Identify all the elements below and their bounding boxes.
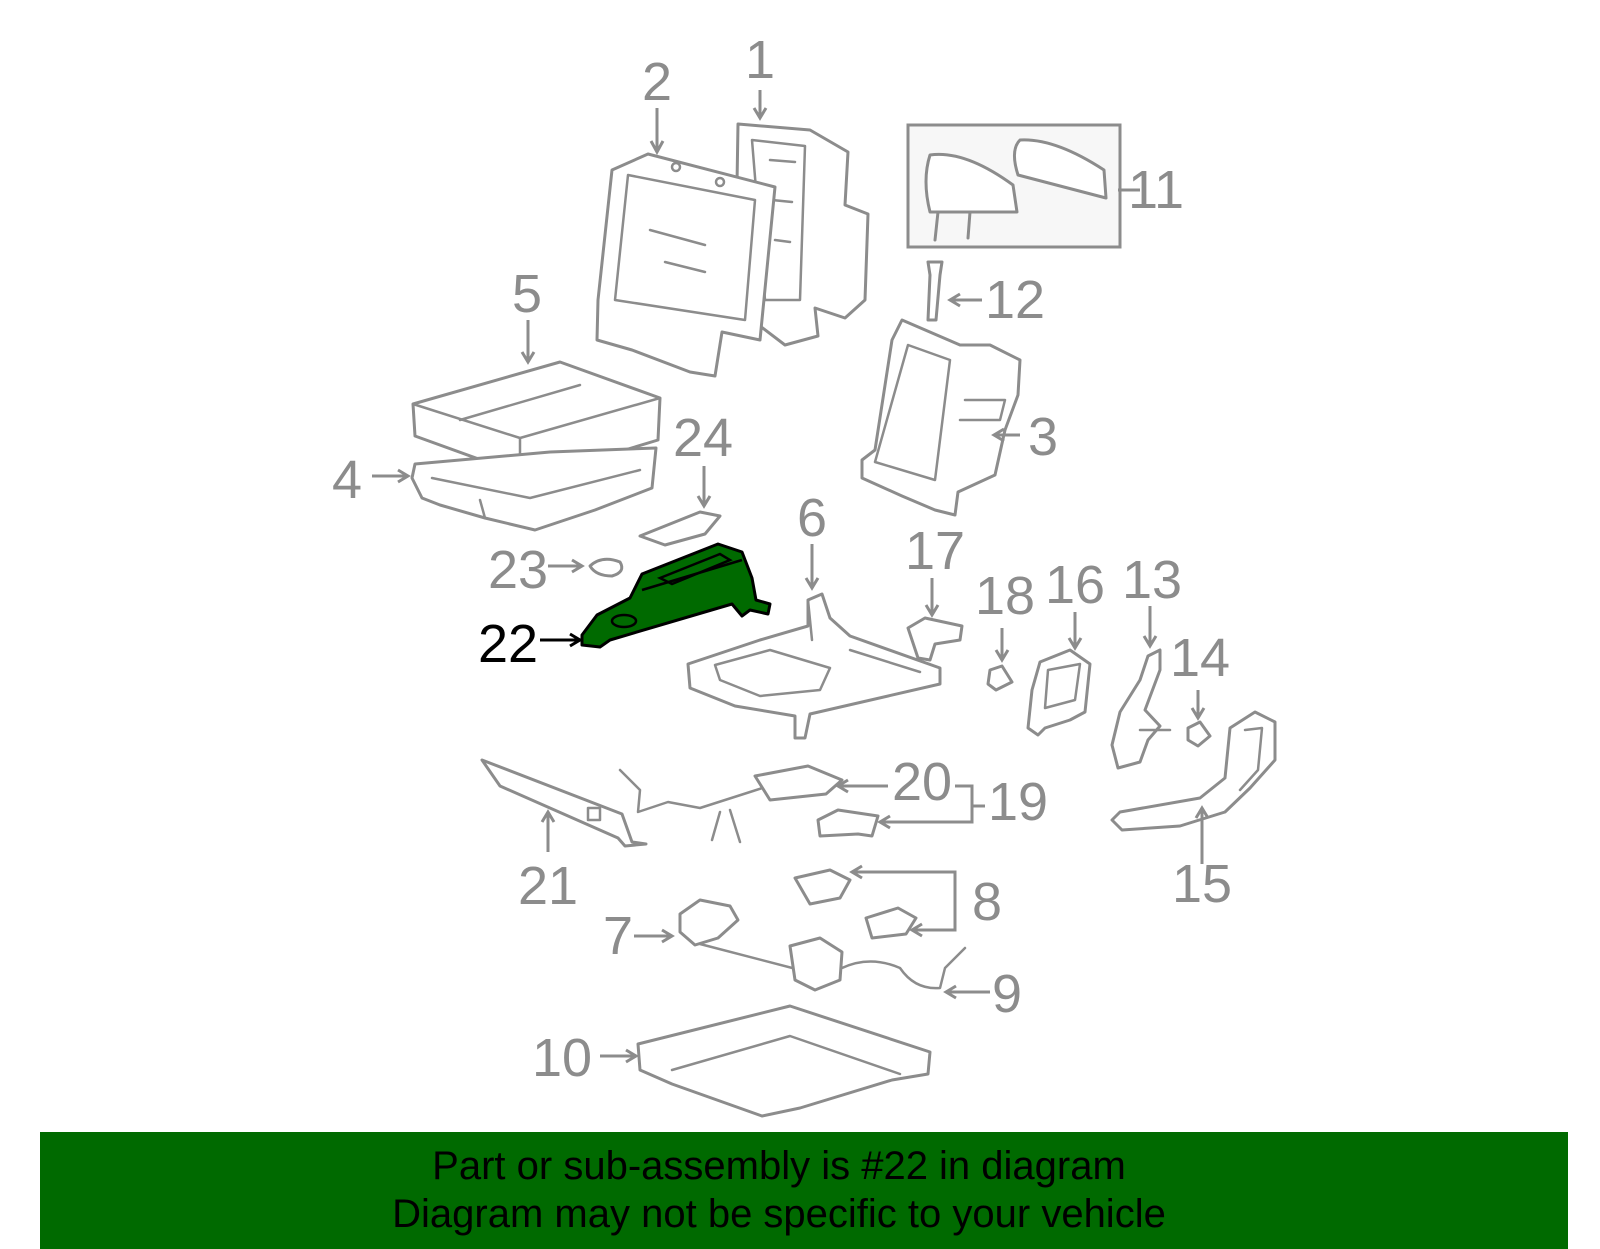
- part-15-outer-trim[interactable]: [1110, 710, 1277, 832]
- part-6-cushion-frame[interactable]: [686, 592, 942, 740]
- part-10-seat-pan[interactable]: [636, 1004, 932, 1118]
- part-2-seat-back-cover[interactable]: [595, 152, 777, 378]
- part-19-bracket[interactable]: [816, 808, 880, 838]
- callout-12: 12: [985, 270, 1045, 330]
- part-13-recliner[interactable]: [1110, 648, 1172, 770]
- callout-6: 6: [797, 488, 827, 548]
- banner-line-2: Diagram may not be specific to your vehi…: [392, 1192, 1166, 1236]
- callout-8: 8: [972, 872, 1002, 932]
- leader-lines: [372, 90, 1210, 1064]
- part-22-trim-cover-highlighted[interactable]: [580, 542, 772, 649]
- part-20-wire-harness[interactable]: [618, 764, 844, 844]
- callout-10: 10: [532, 1028, 592, 1088]
- callout-21: 21: [518, 856, 578, 916]
- callout-22-highlighted: 22: [478, 614, 538, 674]
- part-3-seat-back-frame-side[interactable]: [860, 318, 1022, 517]
- callout-14: 14: [1170, 628, 1230, 688]
- callout-16: 16: [1045, 555, 1105, 615]
- part-17-bracket[interactable]: [906, 616, 964, 662]
- part-12-headrest-guide[interactable]: [926, 260, 944, 322]
- part-8-handles[interactable]: [793, 868, 918, 940]
- callout-11: 11: [1128, 160, 1184, 220]
- part-14-cap[interactable]: [1186, 720, 1212, 748]
- banner-line-1: Part or sub-assembly is #22 in diagram: [432, 1144, 1126, 1188]
- part-9-cable[interactable]: [840, 946, 967, 990]
- callout-9: 9: [992, 964, 1022, 1024]
- callout-5: 5: [512, 264, 542, 324]
- part-21-side-trim[interactable]: [480, 758, 648, 848]
- callout-17: 17: [905, 521, 965, 581]
- callout-3: 3: [1028, 407, 1058, 467]
- part-24-pad[interactable]: [638, 510, 722, 547]
- callout-23: 23: [488, 540, 548, 600]
- part-18-cap[interactable]: [986, 664, 1014, 692]
- callout-13: 13: [1122, 550, 1182, 610]
- callout-2: 2: [642, 52, 672, 112]
- callout-19: 19: [988, 772, 1048, 832]
- part-16-side-shield[interactable]: [1026, 648, 1092, 737]
- callout-20: 20: [892, 752, 952, 812]
- callout-15: 15: [1172, 854, 1232, 914]
- callout-18: 18: [975, 566, 1035, 626]
- part-7-release[interactable]: [678, 898, 844, 992]
- callout-4: 4: [332, 450, 362, 510]
- callout-7: 7: [603, 906, 633, 966]
- part-11-headrests[interactable]: [906, 123, 1122, 249]
- callout-1: 1: [745, 30, 775, 90]
- part-23-clip[interactable]: [588, 557, 624, 578]
- part-4-seat-cushion-pad[interactable]: [410, 446, 658, 532]
- callout-24: 24: [673, 408, 733, 468]
- info-banner: Part or sub-assembly is #22 in diagram D…: [40, 1132, 1568, 1249]
- callout-labels: 1 2 3 4 5 6 7 8 9 10 11 12 13 14 15 16 1…: [332, 30, 1232, 1088]
